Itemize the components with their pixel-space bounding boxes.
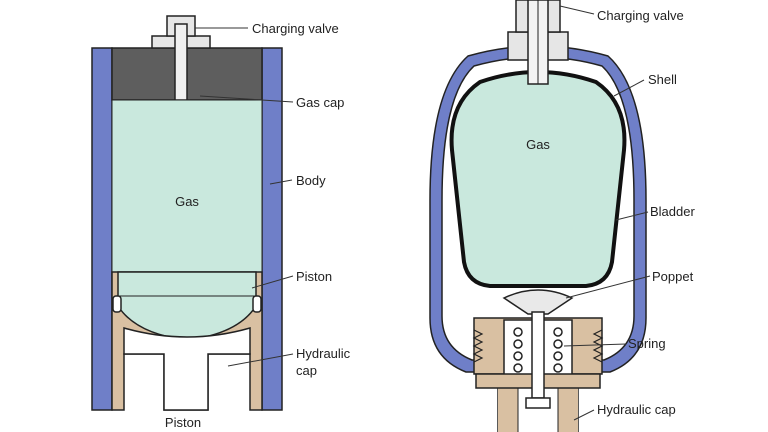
- leader-hydraulic-cap: [227, 353, 294, 367]
- hydraulic-port: [123, 327, 251, 411]
- bladder: [449, 70, 627, 288]
- label-hydraulic-cap-line2: cap: [296, 363, 317, 378]
- leader-bladder: [615, 211, 649, 221]
- label-gas-right: Gas: [526, 137, 550, 152]
- thread-right: [592, 329, 604, 363]
- leader-poppet: [565, 275, 651, 299]
- poppet: [502, 289, 574, 315]
- label-poppet: Poppet: [652, 269, 694, 284]
- poppet-nut: [525, 397, 551, 409]
- label-piston-caption: Piston: [165, 415, 201, 430]
- gas-chamber: [111, 99, 263, 273]
- seal-left: [112, 295, 122, 313]
- leader-charging-valve-right: [559, 5, 595, 15]
- body-left-wall: [91, 47, 113, 411]
- label-piston: Piston: [296, 269, 332, 284]
- label-hydraulic-cap-right: Hydraulic cap: [597, 402, 676, 417]
- thread-left: [472, 329, 484, 363]
- leader-body: [269, 179, 293, 185]
- label-gas-cap: Gas cap: [296, 95, 344, 110]
- body-right-wall: [261, 47, 283, 411]
- leader-gas-cap: [199, 95, 294, 103]
- label-charging-valve-left: Charging valve: [252, 21, 339, 36]
- piston-accumulator: Charging valve Gas cap Body Gas Piston H…: [91, 15, 351, 430]
- spring: [513, 327, 563, 373]
- leader-spring: [563, 343, 627, 347]
- bladder-accumulator: Charging valve Shell Gas Bladder Poppet …: [429, 0, 695, 432]
- label-body: Body: [296, 173, 326, 188]
- label-bladder: Bladder: [650, 204, 695, 219]
- charging-valve-stem: [174, 23, 188, 101]
- label-charging-valve-right: Charging valve: [597, 8, 684, 23]
- leader-piston: [251, 275, 294, 289]
- leader-hydraulic-cap-right: [573, 409, 595, 421]
- label-hydraulic-cap-line1: Hydraulic: [296, 346, 351, 361]
- poppet-stem: [531, 311, 545, 399]
- label-shell: Shell: [648, 72, 677, 87]
- seal-right: [252, 295, 262, 313]
- leader-shell: [613, 79, 645, 97]
- label-spring: Spring: [628, 336, 666, 351]
- label-gas-left: Gas: [175, 194, 199, 209]
